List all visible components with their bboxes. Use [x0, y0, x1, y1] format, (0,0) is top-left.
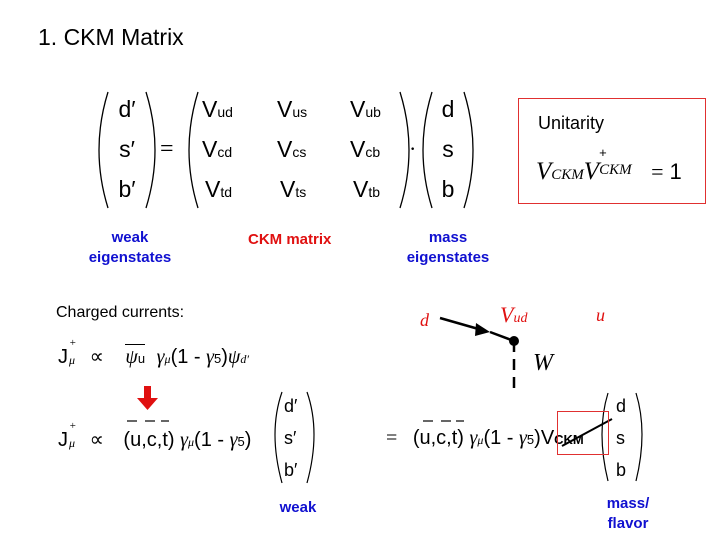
feynman-vud-label: Vud — [500, 302, 528, 327]
current-equation-2: J+μ ∝ (u,c,t) γμ(1 - γ5) — [58, 420, 252, 451]
unitarity-heading: Unitarity — [538, 113, 605, 133]
matrix-cell-vtb: Vtb — [353, 176, 381, 202]
feynman-u-label: u — [596, 305, 605, 325]
weak-label: weak — [279, 499, 317, 516]
ckm-matrix-label: CKM matrix — [248, 231, 332, 248]
unitarity-box — [518, 98, 706, 204]
equals-sign: = — [160, 136, 174, 162]
matrix-cell-vcs: Vcs — [277, 136, 307, 162]
dot-operator: · — [409, 136, 417, 161]
vckm-highlight-box — [557, 411, 609, 455]
slide-title: 1. CKM Matrix — [38, 24, 184, 50]
mass-col-b: b — [616, 460, 627, 480]
matrix-cell-vud: Vud — [202, 96, 233, 122]
mass-col-s: s — [616, 428, 625, 448]
lhs-dprime: d′ — [118, 96, 136, 122]
matrix-cell-vub: Vub — [350, 96, 381, 122]
weak-col-sprime: s′ — [284, 428, 297, 448]
weak-col-bprime: b′ — [284, 460, 298, 480]
matrix-cell-vtd: Vtd — [205, 176, 233, 202]
matrix-cell-vts: Vts — [280, 176, 307, 202]
charged-currents-heading: Charged currents: — [56, 304, 185, 321]
feynman-w-label: W — [533, 350, 553, 376]
current-equation-1: J+μ ∝ ψu γμ(1 - γ5)ψd′ — [58, 337, 249, 368]
mass-eigenstates-label: mass eigenstates — [406, 229, 490, 266]
rhs-b: b — [441, 176, 455, 202]
rhs-d: d — [441, 96, 455, 122]
weak-col-dprime: d′ — [284, 396, 298, 416]
unitarity-equation: VCKMV+CKM=1 — [536, 145, 682, 185]
lhs-bprime: b′ — [118, 176, 136, 202]
feynman-d-label: d — [420, 310, 429, 330]
matrix-cell-vcb: Vcb — [350, 136, 381, 162]
weak-eigenstates-label: weak eigenstates — [88, 229, 172, 266]
matrix-cell-vus: Vus — [277, 96, 308, 122]
rhs-s: s — [442, 136, 454, 162]
current-equation-3: = (u,c,t) γμ(1 - γ5)VCKM — [386, 427, 584, 449]
lhs-sprime: s′ — [119, 136, 135, 162]
mass-flavor-label: mass/ flavor — [606, 495, 650, 532]
mass-col-d: d — [616, 396, 627, 416]
matrix-cell-vcd: Vcd — [202, 136, 233, 162]
